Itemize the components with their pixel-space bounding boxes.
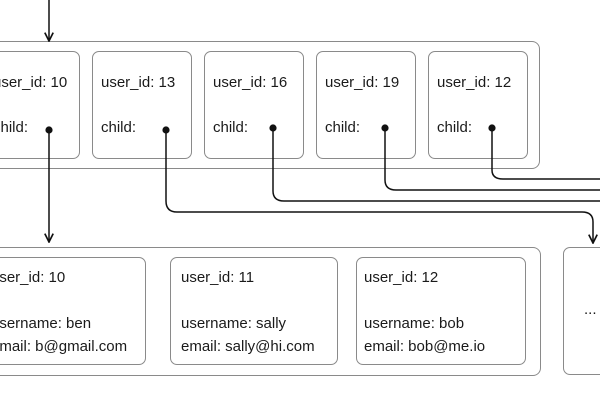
index-node-user-id: user_id: 13: [101, 74, 176, 91]
child-dot-node-1: [45, 126, 53, 134]
index-node-child-label: child:: [213, 119, 249, 136]
record-card-3: user_id: 12 username: bob email: bob@me.…: [356, 257, 526, 365]
index-node-4: user_id: 19 child:: [316, 51, 416, 159]
index-node-child-label: child:: [0, 119, 29, 136]
index-node-1: user_id: 10 child:: [0, 51, 80, 159]
record-username: username: sally: [181, 315, 287, 332]
index-node-user-id: user_id: 19: [325, 74, 400, 91]
index-node-5: user_id: 12 child:: [428, 51, 528, 159]
index-node-child-label: child:: [101, 119, 137, 136]
record-email: email: bob@me.io: [364, 338, 486, 355]
index-node-user-id: user_id: 12: [437, 74, 512, 91]
record-user-id: user_id: 12: [364, 269, 439, 286]
child-pointer-node-2: [165, 130, 593, 243]
index-node-user-id: user_id: 16: [213, 74, 288, 91]
overflow-ellipsis: ...: [584, 301, 597, 318]
child-dot-node-2: [162, 126, 170, 134]
record-user-id: user_id: 10: [0, 269, 66, 286]
record-card-1: user_id: 10 username: ben email: b@gmail…: [0, 257, 146, 365]
child-dot-node-3: [269, 124, 277, 132]
child-pointer-node-4: [384, 130, 600, 191]
record-email: email: b@gmail.com: [0, 338, 128, 355]
index-node-3: user_id: 16 child:: [204, 51, 304, 159]
record-user-id: user_id: 11: [181, 269, 255, 286]
record-card-2: user_id: 11 username: sally email: sally…: [170, 257, 338, 365]
record-username: username: ben: [0, 315, 92, 332]
index-node-2: user_id: 13 child:: [92, 51, 192, 159]
record-email: email: sally@hi.com: [181, 338, 315, 355]
index-node-user-id: user_id: 10: [0, 74, 68, 91]
record-username: username: bob: [364, 315, 465, 332]
index-node-child-label: child:: [325, 119, 361, 136]
child-dot-node-5: [488, 124, 496, 132]
index-node-child-label: child:: [437, 119, 473, 136]
child-pointer-node-5: [491, 130, 600, 180]
child-pointer-node-3: [272, 130, 600, 202]
child-dot-node-4: [381, 124, 389, 132]
overflow-card: ...: [563, 247, 600, 375]
